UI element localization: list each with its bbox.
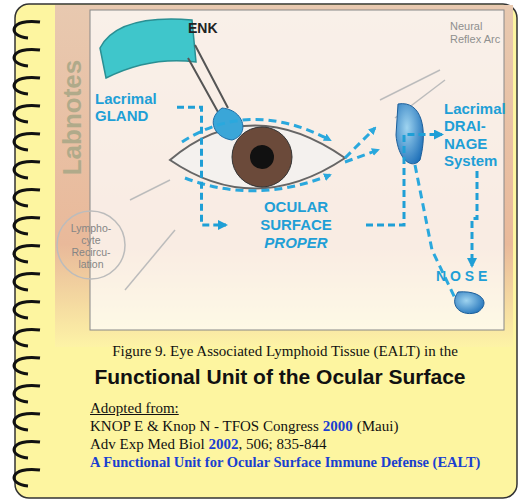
reference-text: 2002: [209, 436, 239, 452]
faint-label: Neural Reflex Arc: [450, 20, 502, 45]
faint-label: Lympho-cyte Recircu-lation: [62, 222, 120, 270]
reference-text: 2000: [323, 418, 353, 434]
node-text: OCULAR SURFACE: [228, 198, 364, 234]
reference-text: Adv Exp Med Biol: [90, 436, 205, 452]
node-text: Lacrimal GLAND: [95, 90, 175, 125]
gland-duct: [188, 45, 228, 112]
reflex-line: [380, 70, 440, 100]
reference-line: KNOP E & Knop N - TFOS Congress2000(Maui…: [90, 418, 398, 435]
faint-arrows: [57, 70, 445, 290]
flow-arrow: [366, 135, 442, 226]
reference-line: Adv Exp Med Biol2002, 506; 835-844: [90, 436, 327, 453]
tear-flow: [182, 119, 378, 190]
notepad: [15, 4, 517, 498]
spiral-binding: [14, 21, 40, 486]
reference-line: A Functional Unit for Ocular Surface Imm…: [90, 454, 480, 471]
recirculation-circle: [57, 211, 125, 279]
face-photo: [55, 5, 513, 347]
node-text: Lacrimal DRAI-NAGE System: [444, 100, 510, 169]
pupil: [250, 145, 274, 169]
watermark: Labnotes: [57, 18, 88, 218]
lacrimal-gland: [100, 19, 196, 78]
flow-arrow: [472, 171, 477, 266]
gland-label: Lacrimal GLAND: [93, 88, 177, 127]
recirculation-line: [130, 180, 170, 200]
node-text: PROPER: [228, 234, 364, 252]
iris: [232, 127, 292, 187]
reference-text: KNOP E & Knop N - TFOS Congress: [90, 418, 319, 434]
enzyme-label: ENK: [188, 20, 218, 36]
surface-label: OCULAR SURFACEPROPER: [226, 196, 366, 254]
recirculation-line: [125, 230, 175, 290]
reference-text: (Maui): [357, 418, 399, 434]
node-text: N O S E: [436, 268, 508, 285]
nose-outlet: [455, 292, 484, 314]
figure-caption: Figure 9. Eye Associated Lymphoid Tissue…: [50, 343, 520, 360]
drainage-label: Lacrimal DRAI-NAGE System: [442, 98, 512, 171]
ref-heading: Adopted from:: [90, 400, 179, 417]
nose-label: N O S E: [434, 266, 510, 287]
flow-arrow: [177, 107, 226, 225]
reference-text: A Functional Unit for Ocular Surface Imm…: [90, 454, 480, 470]
reference-text: , 506; 835-844: [239, 436, 327, 452]
figure-title: Functional Unit of the Ocular Surface: [40, 365, 520, 389]
